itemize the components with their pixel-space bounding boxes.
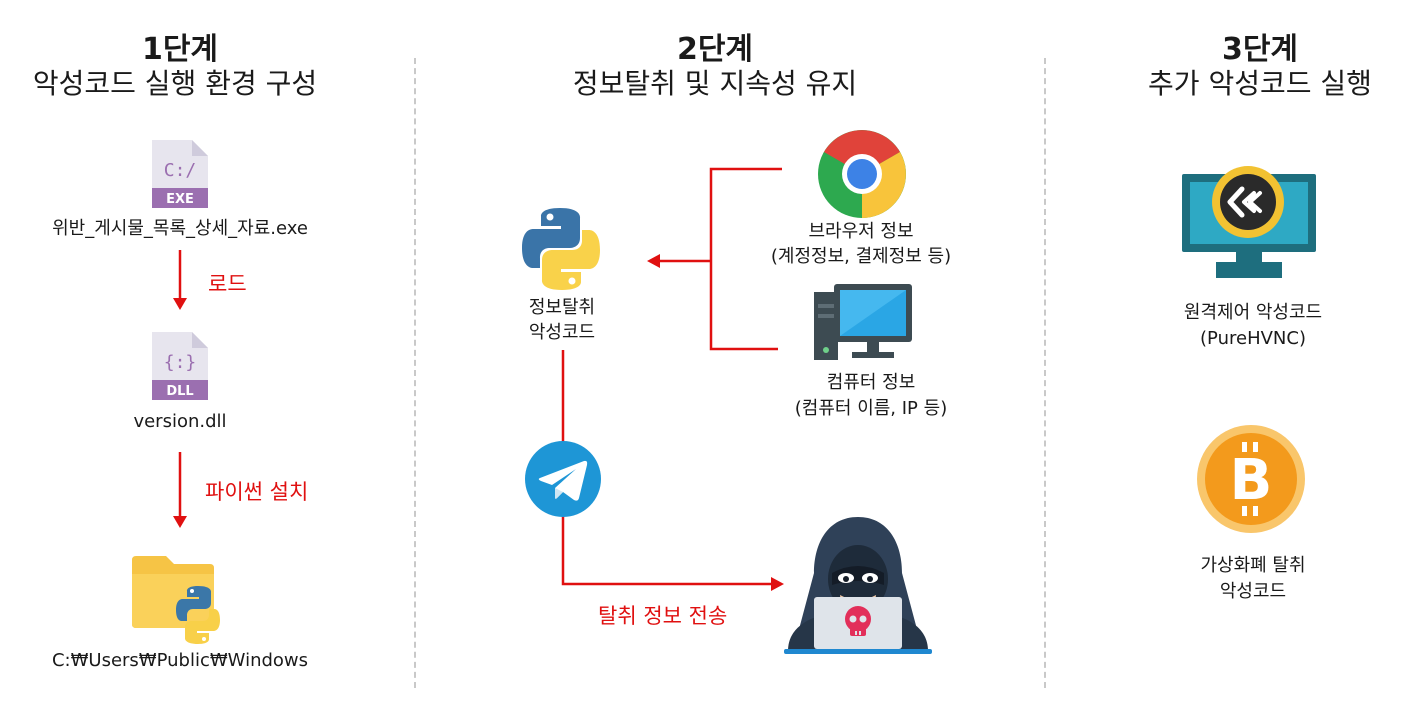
stage3-title: 추가 악성코드 실행 bbox=[1148, 67, 1372, 100]
chrome-icon bbox=[818, 130, 906, 218]
send-label: 탈취 정보 전송 bbox=[598, 604, 728, 628]
stage1-number: 1단계 bbox=[141, 32, 219, 67]
exe-badge-text: EXE bbox=[166, 192, 194, 207]
install-arrow bbox=[173, 452, 187, 528]
browser-label-line1: 브라우저 정보 bbox=[808, 221, 914, 242]
folder-path: C:₩Users₩Public₩Windows bbox=[51, 650, 309, 671]
stage3-number: 3단계 bbox=[1221, 32, 1299, 67]
dll-file-icon: DLL {:} bbox=[152, 332, 208, 400]
hacker-icon bbox=[784, 517, 932, 654]
stealer-label-line1: 정보탈취 bbox=[528, 297, 596, 318]
computer-label-line1: 컴퓨터 정보 bbox=[826, 372, 916, 393]
stage1-title: 악성코드 실행 환경 구성 bbox=[32, 67, 318, 100]
send-arrow bbox=[561, 350, 784, 591]
collect-arrow bbox=[647, 167, 782, 351]
remote-control-monitor-icon bbox=[1182, 166, 1316, 278]
crypto-label-line1: 가상화폐 탈취 bbox=[1200, 555, 1306, 576]
divider-right bbox=[1044, 58, 1046, 688]
dll-badge-text: DLL bbox=[166, 384, 193, 399]
load-label: 로드 bbox=[208, 272, 247, 296]
rat-label-line2: (PureHVNC) bbox=[1200, 328, 1306, 349]
python-logo-icon bbox=[522, 208, 600, 290]
crypto-label-line2: 악성코드 bbox=[1219, 581, 1287, 602]
load-arrow bbox=[173, 250, 187, 310]
computer-icon bbox=[814, 284, 912, 360]
stage2-title: 정보탈취 및 지속성 유지 bbox=[572, 67, 858, 100]
rat-label-line1: 원격제어 악성코드 bbox=[1183, 302, 1323, 323]
exe-file-icon: EXE C:/ bbox=[152, 140, 208, 208]
computer-label-line2: (컴퓨터 이름, IP 등) bbox=[794, 398, 948, 419]
divider-left bbox=[414, 58, 416, 688]
dll-icon-glyph: {:} bbox=[164, 352, 197, 373]
stealer-label-line2: 악성코드 bbox=[528, 322, 596, 343]
telegram-icon bbox=[525, 441, 601, 517]
stage2-number: 2단계 bbox=[676, 32, 754, 67]
install-label: 파이썬 설치 bbox=[205, 480, 309, 504]
bitcoin-icon: B bbox=[1197, 425, 1305, 533]
dll-file-name: version.dll bbox=[133, 411, 227, 432]
browser-label-line2: (계정정보, 결제정보 등) bbox=[770, 246, 952, 267]
exe-icon-glyph: C:/ bbox=[164, 160, 197, 181]
svg-text:B: B bbox=[1230, 448, 1273, 513]
python-folder-icon bbox=[132, 556, 220, 644]
exe-file-name: 위반_게시물_목록_상세_자료.exe bbox=[52, 218, 308, 239]
